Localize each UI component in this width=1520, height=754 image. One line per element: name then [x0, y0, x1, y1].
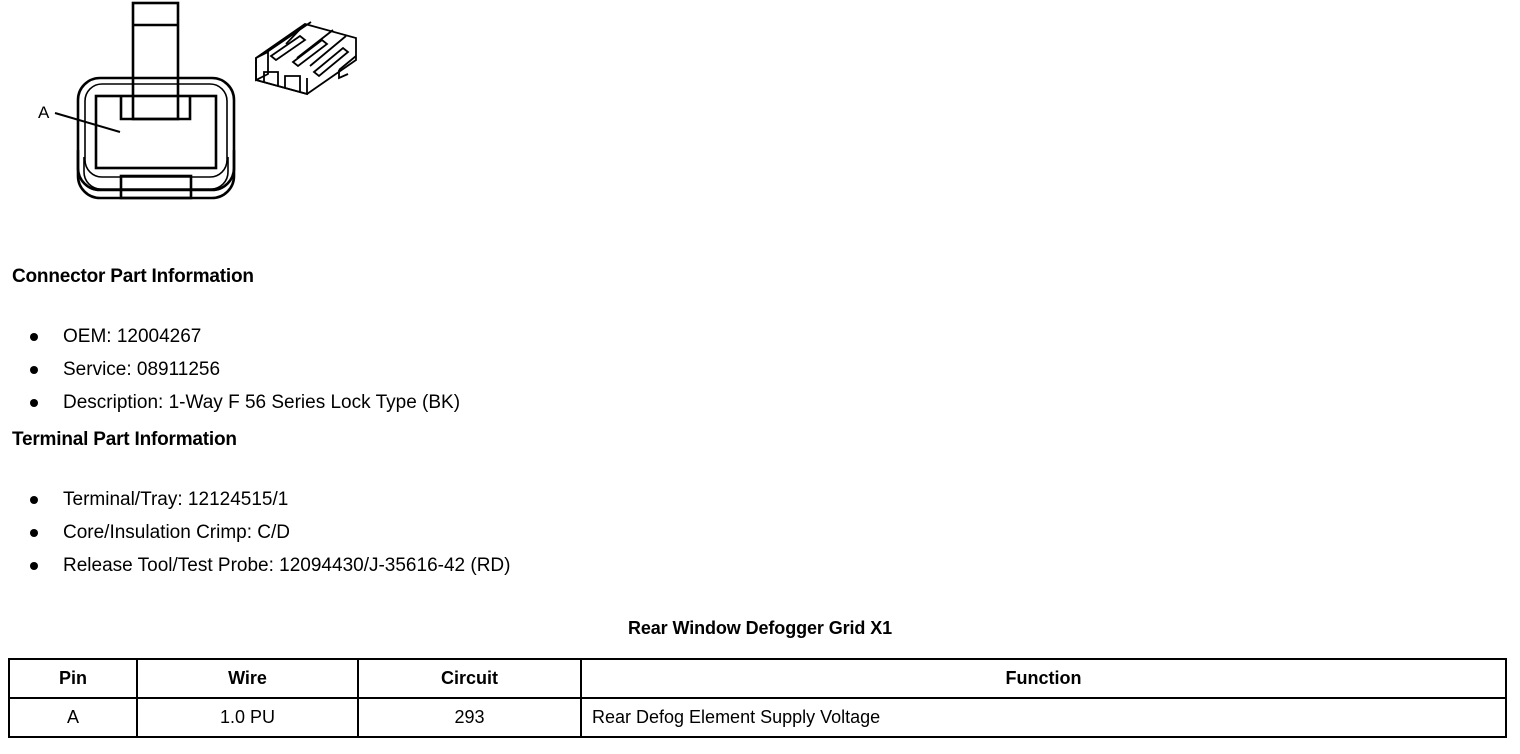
- terminal-isometric-view: [255, 21, 357, 96]
- callout-a-label: A: [38, 103, 50, 122]
- connector-cavity: [94, 94, 218, 170]
- list-item: Service: 08911256: [0, 353, 460, 386]
- terminal-part-information-heading: Terminal Part Information: [12, 429, 237, 450]
- bullet-icon: [30, 399, 38, 407]
- list-item-label: Core/Insulation Crimp: C/D: [63, 522, 291, 543]
- connector-illustration: A: [38, 1, 357, 200]
- list-item-label: Release Tool/Test Probe: 12094430/J-3561…: [63, 555, 511, 576]
- table-row: A 1.0 PU 293 Rear Defog Element Supply V…: [8, 697, 1507, 738]
- list-item: Description: 1-Way F 56 Series Lock Type…: [0, 386, 460, 419]
- cell-pin: A: [8, 697, 138, 738]
- bullet-icon: [30, 366, 38, 374]
- connector-tab-shoulder: [119, 96, 192, 121]
- connector-bottom-skirt: [76, 150, 236, 200]
- pinout-table: Pin Wire Circuit Function A 1.0 PU 293 R…: [8, 658, 1507, 738]
- list-item-label: Description: 1-Way F 56 Series Lock Type…: [63, 392, 461, 413]
- bullet-icon: [30, 562, 38, 570]
- bullet-icon: [30, 333, 38, 341]
- cell-wire: 1.0 PU: [136, 697, 359, 738]
- column-header-function: Function: [580, 658, 1507, 699]
- list-item-label: Terminal/Tray: 12124515/1: [63, 489, 289, 510]
- list-item: Core/Insulation Crimp: C/D: [0, 516, 510, 549]
- list-item: Terminal/Tray: 12124515/1: [0, 483, 510, 516]
- connector-part-information-heading: Connector Part Information: [12, 266, 254, 287]
- list-item: OEM: 12004267: [0, 320, 460, 353]
- callout-a: A: [38, 103, 121, 133]
- column-header-pin: Pin: [8, 658, 138, 699]
- column-header-circuit: Circuit: [357, 658, 582, 699]
- pinout-table-title: Rear Window Defogger Grid X1: [627, 618, 893, 638]
- connector-lock-tab: [131, 1, 180, 121]
- list-item: Release Tool/Test Probe: 12094430/J-3561…: [0, 549, 510, 582]
- list-item-label: OEM: 12004267: [63, 326, 202, 347]
- column-header-wire: Wire: [136, 658, 359, 699]
- cell-function: Rear Defog Element Supply Voltage: [580, 697, 1507, 738]
- bullet-icon: [30, 496, 38, 504]
- connector-part-information-list: OEM: 12004267 Service: 08911256 Descript…: [0, 320, 460, 419]
- table-header-row: Pin Wire Circuit Function: [8, 658, 1507, 699]
- list-item-label: Service: 08911256: [63, 359, 221, 380]
- terminal-part-information-list: Terminal/Tray: 12124515/1 Core/Insulatio…: [0, 483, 510, 582]
- bullet-icon: [30, 529, 38, 537]
- cell-circuit: 293: [357, 697, 582, 738]
